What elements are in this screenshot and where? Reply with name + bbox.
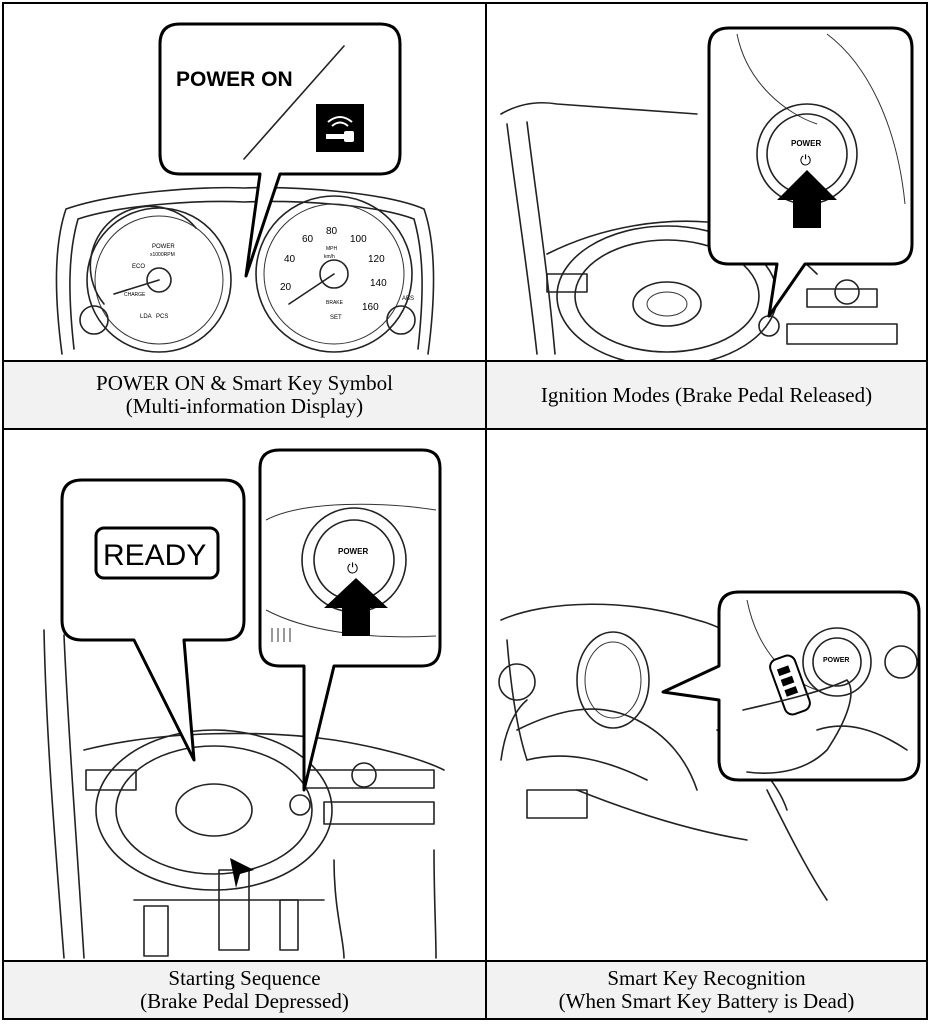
caption-line: Ignition Modes (Brake Pedal Released) bbox=[541, 384, 872, 407]
gauge-label: ABS bbox=[402, 296, 414, 302]
smart-key-symbol-icon bbox=[316, 104, 364, 152]
gauge-label: CHARGE bbox=[124, 292, 146, 298]
caption-cell-1: POWER ON & Smart Key Symbol (Multi-infor… bbox=[4, 362, 485, 428]
gauge-label: MPH bbox=[326, 246, 338, 252]
gauge-label: km/h bbox=[324, 254, 335, 260]
gauge-label: x1000RPM bbox=[150, 252, 175, 258]
speed-tick: 60 bbox=[302, 234, 314, 245]
speed-tick: 20 bbox=[280, 282, 292, 293]
gauge-label: PCS bbox=[156, 314, 168, 320]
power-button-label: POWER bbox=[823, 657, 849, 664]
speed-tick: 40 bbox=[284, 254, 296, 265]
power-button-icon: ⏻ bbox=[800, 152, 811, 168]
power-button-label: POWER bbox=[338, 547, 368, 556]
caption-cell-2: Ignition Modes (Brake Pedal Released) bbox=[487, 362, 926, 428]
caption-line: Smart Key Recognition bbox=[607, 967, 805, 990]
speed-tick: 160 bbox=[362, 302, 379, 313]
ready-callout: READY bbox=[103, 539, 206, 572]
power-button-illustration: POWER ⏻ bbox=[487, 4, 926, 360]
ready-illustration: READY POWER ⏻ bbox=[4, 430, 485, 960]
speed-tick: 140 bbox=[370, 278, 387, 289]
speed-tick: 80 bbox=[326, 226, 338, 237]
caption-cell-4: Smart Key Recognition (When Smart Key Ba… bbox=[487, 962, 926, 1018]
speed-tick: 100 bbox=[350, 234, 367, 245]
caption-line: POWER ON & Smart Key Symbol bbox=[96, 372, 393, 395]
gauge-label: POWER bbox=[152, 244, 175, 250]
caption-line: (Multi-information Display) bbox=[126, 395, 363, 418]
caption-line: (Brake Pedal Depressed) bbox=[140, 990, 349, 1013]
gauge-label: BRAKE bbox=[326, 300, 344, 306]
speed-tick: 120 bbox=[368, 254, 385, 265]
gauge-label: LDA bbox=[140, 314, 152, 320]
power-button-icon: ⏻ bbox=[347, 560, 358, 576]
power-button-label: POWER bbox=[791, 139, 821, 148]
gauge-label: SET bbox=[330, 315, 342, 321]
smart-key-illustration: POWER bbox=[487, 430, 926, 960]
press-arrow-icon bbox=[230, 858, 254, 888]
caption-line: Starting Sequence bbox=[168, 967, 320, 990]
caption-cell-3: Starting Sequence (Brake Pedal Depressed… bbox=[4, 962, 485, 1018]
gauge-label: ECO bbox=[132, 264, 145, 270]
power-on-callout: POWER ON bbox=[176, 68, 293, 91]
cluster-illustration: POWER x1000RPM ECO CHARGE LDA PCS BRAKE … bbox=[4, 4, 485, 360]
caption-line: (When Smart Key Battery is Dead) bbox=[559, 990, 855, 1013]
